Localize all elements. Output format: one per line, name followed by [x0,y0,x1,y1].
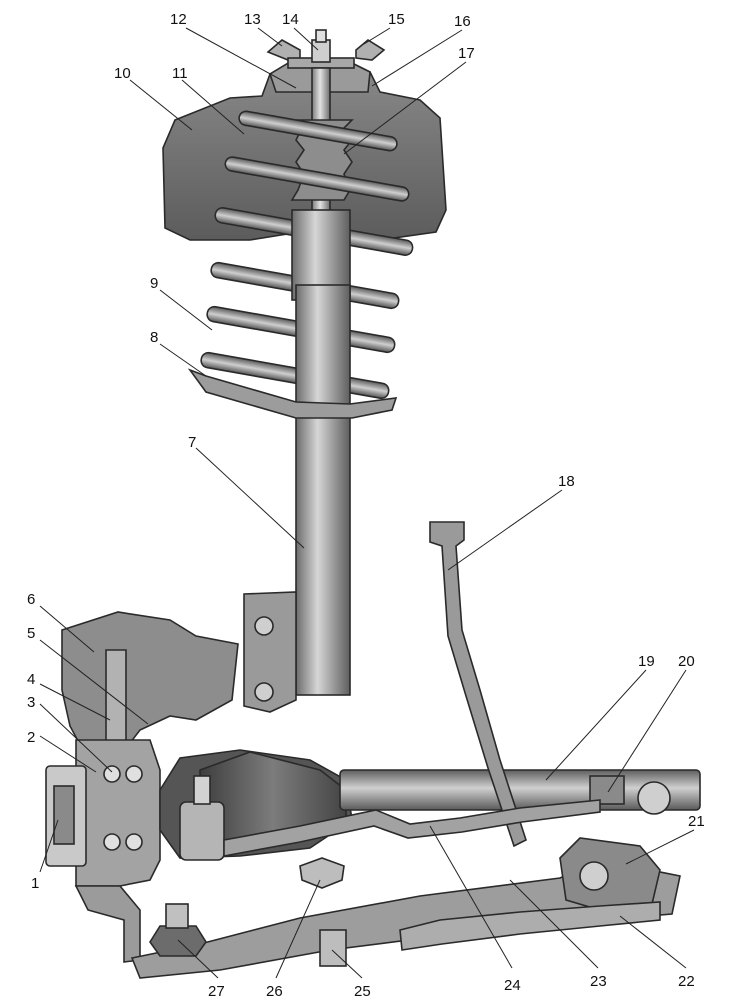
callout-21: 21 [688,813,705,830]
callout-14: 14 [282,11,299,28]
stabilizer-bar-link [429,521,527,848]
callout-13: 13 [244,11,261,28]
leader-9 [159,289,213,331]
callout-6: 6 [27,591,35,608]
leader-25 [331,949,363,979]
callout-16: 16 [454,13,471,30]
leader-17 [343,61,467,155]
callout-labels: 1 2 3 4 5 6 7 8 9 10 11 12 13 14 15 16 1… [27,11,705,1000]
callout-8: 8 [150,329,158,346]
callout-4: 4 [27,671,35,688]
leader-26 [275,879,321,979]
tie-rod-end [179,775,225,861]
leader-lines [39,27,695,979]
leader-15 [363,27,391,45]
leader-7 [195,447,305,549]
callout-10: 10 [114,65,131,82]
leader-27 [177,939,219,979]
leader-11 [181,79,245,135]
callout-19: 19 [638,653,655,670]
callout-2: 2 [27,729,35,746]
callout-22: 22 [678,973,695,990]
callout-15: 15 [388,11,405,28]
ball-joint [149,857,347,967]
leader-22 [619,915,687,969]
tie-rod [223,799,601,857]
leader-19 [545,669,647,781]
callout-1: 1 [31,875,39,892]
callout-12: 12 [170,11,187,28]
leader-2 [39,735,97,773]
strut-tube [295,284,351,696]
leader-23 [509,879,599,969]
callout-20: 20 [678,653,695,670]
leader-18 [447,489,563,571]
callout-25: 25 [354,983,371,1000]
leader-5 [39,639,149,725]
callout-18: 18 [558,473,575,490]
callout-24: 24 [504,977,521,994]
leader-13 [257,27,283,47]
leader-24 [429,825,513,969]
callout-9: 9 [150,275,158,292]
leader-8 [159,343,207,377]
callout-27: 27 [208,983,225,1000]
leader-1 [39,819,59,873]
leader-20 [607,669,687,793]
leader-3 [39,703,113,773]
top-nut-assembly [266,29,386,69]
callout-5: 5 [27,625,35,642]
leader-6 [39,605,95,653]
callout-23: 23 [590,973,607,990]
leader-21 [625,829,695,865]
leader-16 [371,29,463,87]
leader-12 [185,27,297,89]
lower-spring-seat [187,368,398,419]
wheel-hub [45,739,161,963]
lower-control-arm [130,837,681,979]
leader-14 [293,27,319,51]
callout-7: 7 [188,434,196,451]
leader-10 [129,79,193,131]
leader-4 [39,683,111,721]
callout-17: 17 [458,45,475,62]
callout-26: 26 [266,983,283,1000]
callout-3: 3 [27,694,35,711]
callout-11: 11 [172,65,188,82]
